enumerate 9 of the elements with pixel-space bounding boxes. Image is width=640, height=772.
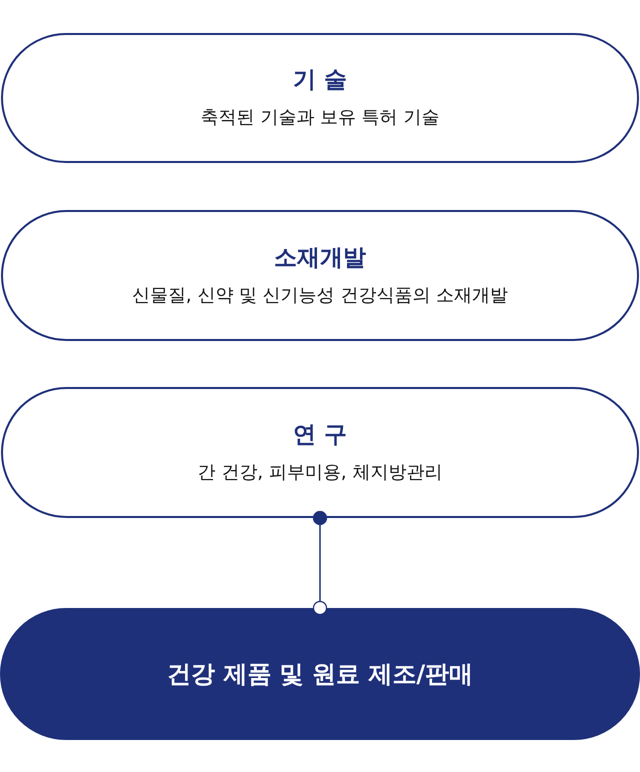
pill-heading: 소재개발 (274, 244, 366, 272)
pill-heading: 건강 제품 및 원료 제조/판매 (166, 659, 474, 689)
pill-description: 간 건강, 피부미용, 체지방관리 (198, 460, 442, 484)
result-pill (0, 608, 640, 740)
pill-description: 신물질, 신약 및 신기능성 건강식품의 소재개발 (132, 284, 508, 308)
pill-description: 축적된 기술과 보유 특허 기술 (200, 106, 440, 130)
connector-line (312, 510, 328, 616)
pill-heading: 기 술 (292, 66, 347, 95)
pill-heading: 연 구 (292, 420, 347, 450)
